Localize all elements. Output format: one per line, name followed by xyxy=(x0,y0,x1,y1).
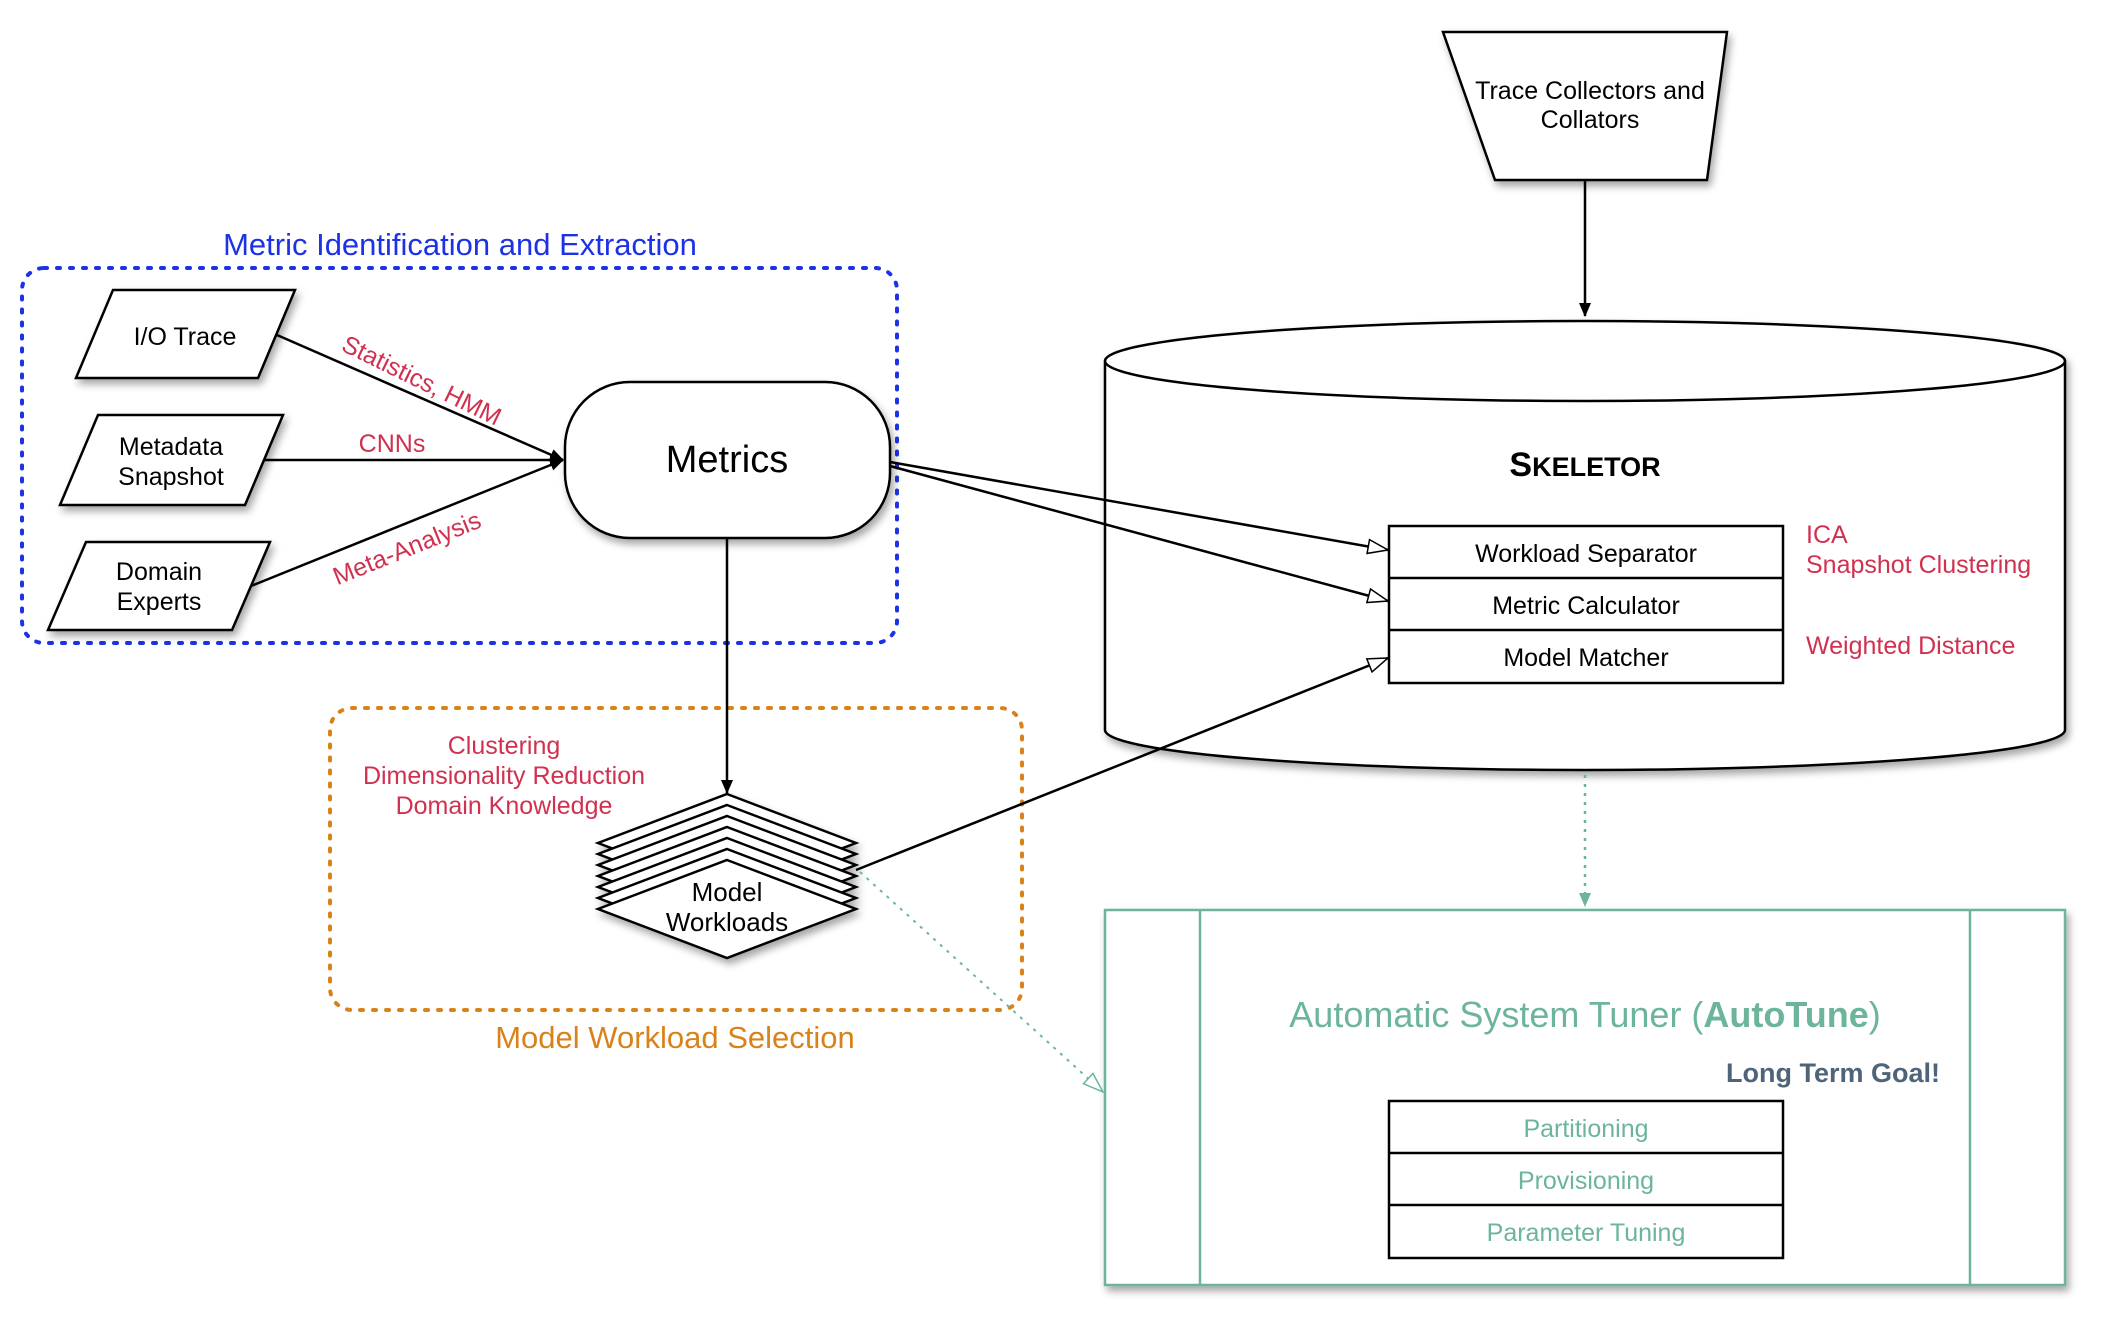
metrics-to-workload-separator-edge xyxy=(889,460,1388,550)
io-trace-to-metrics-edge xyxy=(276,333,564,462)
trace-collectors-label-line2: Collators xyxy=(1541,106,1640,134)
skeletor-components-table xyxy=(1387,524,1785,685)
provisioning-label: Provisioning xyxy=(1518,1167,1654,1195)
parameter-tuning-label: Parameter Tuning xyxy=(1487,1219,1686,1247)
autotune-components-table xyxy=(1387,1099,1785,1260)
metrics-to-metric-calculator-edge xyxy=(889,464,1388,601)
workload-separator-label: Workload Separator xyxy=(1475,540,1697,568)
metadata-snapshot-node xyxy=(58,413,285,507)
long-term-goal-label: Long Term Goal! xyxy=(1726,1058,1940,1088)
domain-label-line2: Experts xyxy=(117,588,202,616)
metric-extraction-group-border xyxy=(20,266,899,645)
model-matcher-label: Model Matcher xyxy=(1503,644,1668,672)
statistics-edge-label: Statistics, HMM xyxy=(337,330,505,431)
selection-method-domain-knowledge: Domain Knowledge xyxy=(396,792,613,820)
trace-collectors-label-line1: Trace Collectors and xyxy=(1475,77,1705,105)
domain-to-metrics-edge xyxy=(250,458,564,588)
domain-label-line1: Domain xyxy=(116,558,202,586)
metric-calculator-label: Metric Calculator xyxy=(1492,592,1680,620)
selection-method-dimensionality: Dimensionality Reduction xyxy=(363,762,645,790)
snapshot-clustering-note: Snapshot Clustering xyxy=(1806,551,2031,579)
model-workload-selection-group-label: Model Workload Selection xyxy=(495,1020,855,1055)
io-trace-node xyxy=(74,288,297,380)
model-workloads-node xyxy=(594,792,860,960)
metadata-label-line1: Metadata xyxy=(119,433,223,461)
model-workloads-label-line1: Model xyxy=(692,877,763,907)
model-workloads-label-line2: Workloads xyxy=(666,907,788,937)
model-workloads-to-autotune-edge xyxy=(859,871,1103,1092)
ica-note: ICA xyxy=(1806,521,1848,549)
metadata-label-line2: Snapshot xyxy=(118,463,224,491)
skeletor-title: SKELETOR xyxy=(1509,446,1660,484)
partitioning-label: Partitioning xyxy=(1523,1115,1648,1143)
weighted-distance-note: Weighted Distance xyxy=(1806,632,2015,660)
metrics-label: Metrics xyxy=(666,439,788,481)
meta-analysis-edge-label: Meta-Analysis xyxy=(329,506,485,591)
metric-extraction-group-label: Metric Identification and Extraction xyxy=(223,227,697,262)
cnns-edge-label: CNNs xyxy=(359,430,426,458)
io-trace-label: I/O Trace xyxy=(134,323,237,351)
domain-experts-node xyxy=(46,540,272,632)
model-workloads-to-model-matcher-edge xyxy=(855,656,1388,872)
trace-collectors-node xyxy=(1441,30,1729,182)
autotune-title: Automatic System Tuner (AutoTune) xyxy=(1289,994,1880,1035)
model-workload-selection-group-border xyxy=(328,706,1024,1012)
selection-method-clustering: Clustering xyxy=(448,732,561,760)
